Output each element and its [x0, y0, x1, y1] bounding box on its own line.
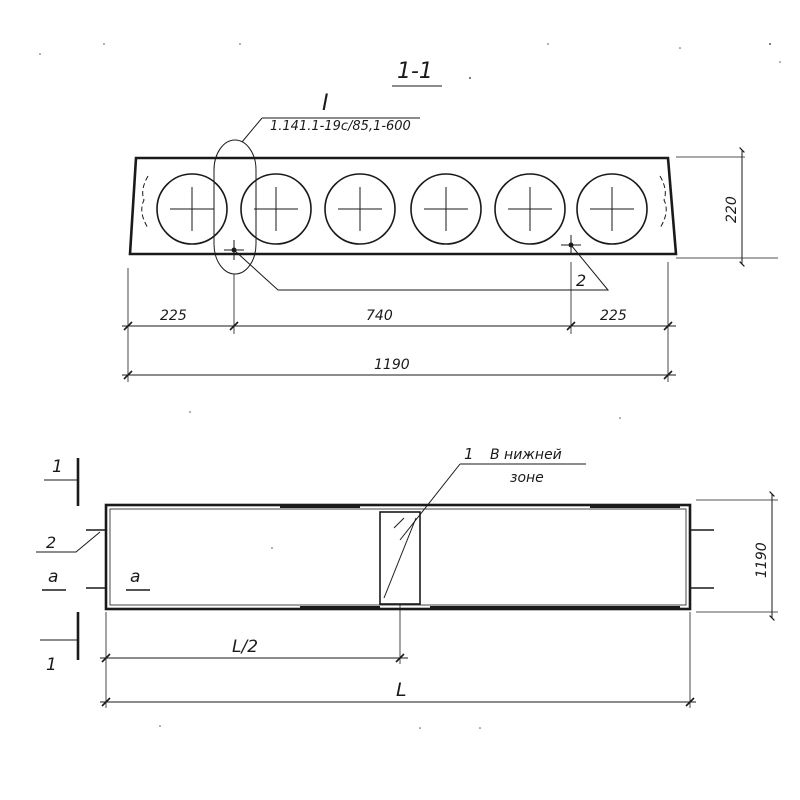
- slab-plan-inner-edge: [109, 508, 687, 606]
- hollow-core: [156, 173, 228, 245]
- dim-middle-value: 740: [366, 308, 393, 324]
- hollow-core: [576, 173, 648, 245]
- section-view: 1-1 I 1.141.1-19с/85,1-600 2: [122, 59, 778, 382]
- slab-section-outline: [128, 156, 678, 256]
- leader-2-label: 2: [576, 271, 586, 290]
- half-length-label: L/2: [232, 637, 258, 657]
- hollow-core: [324, 173, 396, 245]
- dim-ticks-segments: [123, 321, 673, 331]
- axis-label-a-outer: а: [48, 567, 58, 587]
- callout-leader: [241, 117, 263, 143]
- length-ticks: [101, 697, 695, 707]
- dim-ticks-total: [123, 370, 673, 380]
- hollow-core-circle: [324, 173, 396, 245]
- scan-specks: [39, 43, 781, 729]
- hollow-core: [494, 173, 566, 245]
- left-label-2-leader: [36, 531, 101, 553]
- hollow-core-circle: [494, 173, 566, 245]
- section-cut-mark-bottom: 1: [40, 612, 80, 675]
- leader-2-line: [233, 244, 610, 291]
- axis-label-a-inner: а: [130, 567, 140, 587]
- note-1-text-line1: В нижней: [490, 447, 562, 463]
- section-title: 1-1: [397, 59, 433, 84]
- mesh-1-diagonal: [383, 517, 417, 599]
- length-label: L: [396, 679, 407, 701]
- hollow-core-circle: [240, 173, 312, 245]
- callout-mark: I: [322, 91, 329, 116]
- hollow-core: [410, 173, 482, 245]
- dim-left-value: 225: [160, 308, 187, 324]
- note-1-number: 1: [464, 445, 474, 463]
- hollow-cores: [156, 173, 648, 245]
- hollow-core: [240, 173, 312, 245]
- mesh-1-tick: [393, 517, 405, 529]
- right-joint-notch: [659, 175, 667, 229]
- left-joint-notch: [141, 175, 149, 229]
- plan-view: 1 В нижней зоне 2 а а 1 1 1190: [36, 445, 778, 708]
- cut-label-bottom: 1: [46, 655, 57, 675]
- left-label-2: 2: [46, 533, 56, 552]
- half-length-ticks: [101, 653, 405, 663]
- hollow-core-circle: [156, 173, 228, 245]
- dim-right-value: 225: [600, 308, 627, 324]
- width-dim-value: 1190: [754, 542, 770, 578]
- dim-total-value: 1190: [374, 357, 410, 373]
- height-dim-value: 220: [724, 196, 740, 223]
- cut-label-top: 1: [52, 457, 63, 477]
- hollow-core-circle: [410, 173, 482, 245]
- callout-reference: 1.141.1-19с/85,1-600: [270, 119, 411, 134]
- note-1-text-line2: зоне: [510, 470, 544, 486]
- detail-callout-ellipse: [213, 139, 257, 275]
- note-1-leader: [399, 463, 461, 541]
- hollow-core-circle: [576, 173, 648, 245]
- slab-plan-outline: [104, 503, 692, 611]
- section-cut-mark-top: 1: [44, 457, 80, 506]
